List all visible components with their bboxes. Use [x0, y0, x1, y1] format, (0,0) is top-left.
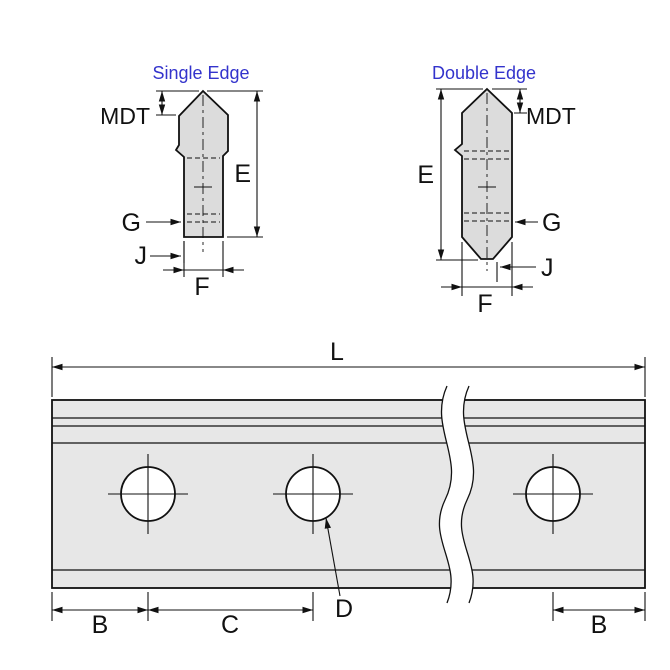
single-edge-hidden-lines: [187, 95, 220, 252]
dim-label-mdt: MDT: [100, 103, 150, 129]
dim-label-b-left: B: [92, 611, 109, 639]
dim-label-g: G: [122, 209, 141, 237]
dim-label-l: L: [330, 338, 344, 366]
single-edge-profile: [174, 89, 229, 238]
rail-edge-lines: [52, 417, 645, 571]
break-symbol: [438, 385, 475, 604]
single-edge-title: Single Edge: [152, 63, 249, 83]
hole-crosshair: [273, 454, 353, 534]
dim-label-mdt: MDT: [526, 103, 576, 129]
single-edge-view: Single Edge MDT E G J: [100, 63, 263, 301]
single-edge-dim-g: G: [122, 209, 181, 237]
dim-label-g: G: [542, 209, 561, 237]
hole-crosshair: [108, 454, 188, 534]
dim-label-d: D: [335, 595, 353, 623]
break-squiggle-lines: [438, 385, 475, 604]
single-edge-dim-e: E: [207, 90, 263, 238]
double-edge-profile: [453, 87, 513, 260]
dim-label-f: F: [477, 290, 492, 318]
dim-label-b-right: B: [591, 611, 608, 639]
double-edge-dim-e: E: [417, 88, 483, 261]
dim-label-j: J: [541, 254, 554, 282]
dim-label-c: C: [221, 611, 239, 639]
double-edge-dim-mdt: MDT: [492, 88, 576, 129]
d-leader-arrow: [324, 517, 341, 597]
double-edge-dim-g: G: [515, 209, 561, 237]
mounting-hole-2: [273, 454, 353, 534]
double-edge-dim-j: J: [496, 254, 554, 282]
f-extension-lines: [183, 241, 224, 277]
dim-label-e: E: [234, 160, 251, 188]
break-fill: [439, 386, 474, 603]
double-edge-title: Double Edge: [432, 63, 536, 83]
dim-label-f: F: [194, 273, 209, 301]
single-edge-dim-f: F: [163, 241, 244, 301]
single-edge-dim-mdt: MDT: [100, 90, 199, 129]
rail-side-view: L B C D B: [51, 338, 646, 639]
single-edge-dim-j: J: [135, 241, 185, 270]
hidden-hole-lines: [187, 157, 220, 223]
dim-label-e: E: [417, 161, 434, 189]
double-edge-hidden-lines: [464, 93, 510, 271]
mounting-hole-3: [513, 454, 593, 534]
rail-bottom-dims: B C D B: [51, 517, 646, 639]
bottom-extension-lines: [51, 592, 646, 621]
double-edge-view: Double Edge E MDT G J: [417, 63, 576, 318]
l-extension-lines: [51, 357, 646, 397]
rail-dim-l: L: [51, 338, 646, 397]
dim-label-j: J: [135, 242, 148, 270]
hole-crosshair: [513, 454, 593, 534]
double-edge-dim-f: F: [441, 242, 533, 318]
mounting-hole-1: [108, 454, 188, 534]
